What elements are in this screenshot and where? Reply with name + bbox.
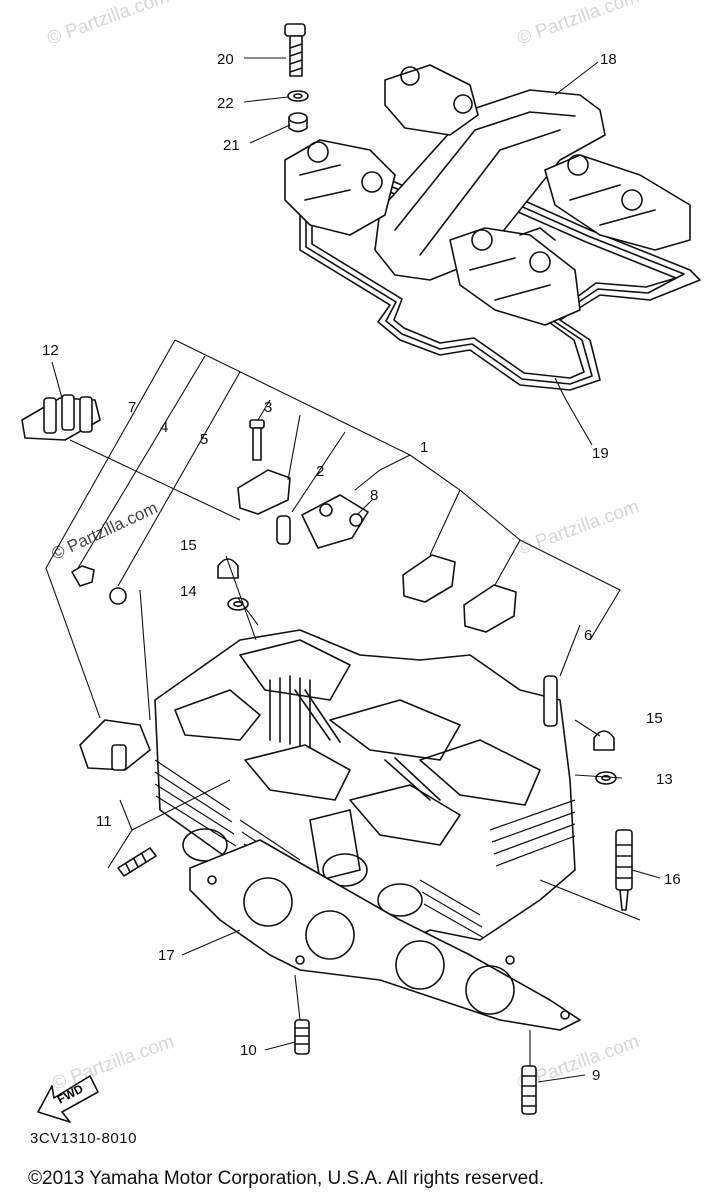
watermark: © Partzilla.com: [50, 1031, 177, 1095]
callout-4: 4: [160, 419, 168, 436]
callout-15-right: 15: [646, 710, 663, 727]
callout-15-top: 15: [180, 537, 197, 554]
callout-6: 6: [584, 627, 592, 644]
callout-12: 12: [42, 342, 59, 359]
bracket-12: [21, 394, 101, 441]
cam-cap-1a: [237, 469, 291, 515]
callout-8: 8: [370, 487, 378, 504]
dowel-2: [276, 515, 291, 545]
stud-11: [117, 847, 157, 877]
callout-9: 9: [592, 1067, 600, 1084]
callout-18: 18: [600, 51, 617, 68]
watermark: © Partzilla.com: [515, 496, 642, 560]
callouts: 20 22 21 18 19 12 7 4 5 3 1 2 8 15 14 6 …: [42, 51, 681, 1084]
callout-16: 16: [664, 871, 681, 888]
washer-13: [595, 771, 617, 785]
callout-17: 17: [158, 947, 175, 964]
cam-cap-1c: [463, 584, 517, 633]
grommet-5: [109, 587, 127, 605]
watermark: © Partzilla.com: [45, 0, 172, 50]
spark-plug: [615, 829, 633, 911]
cap-nut-15a: [217, 558, 239, 579]
head-cover: [284, 64, 691, 326]
callout-10: 10: [240, 1042, 257, 1059]
callout-7: 7: [128, 399, 136, 416]
diagram-code: 3CV1310-8010: [30, 1130, 137, 1147]
callout-2: 2: [316, 463, 324, 480]
dowel-6: [543, 675, 558, 727]
copyright-notice: ©2013 Yamaha Motor Corporation, U.S.A. A…: [28, 1168, 544, 1189]
callout-1: 1: [420, 439, 428, 456]
cam-cap-1b: [402, 554, 456, 603]
callout-19: 19: [592, 445, 609, 462]
bolt-3: [249, 419, 265, 461]
bolt-4: [71, 565, 95, 587]
watermark: © Partzilla.com: [49, 498, 161, 564]
callout-13: 13: [656, 771, 673, 788]
callout-20: 20: [217, 51, 234, 68]
cover-bolt: [284, 23, 306, 77]
callout-14: 14: [180, 583, 197, 600]
leader-lines: [45, 57, 661, 1083]
callout-3: 3: [264, 399, 272, 416]
callout-21: 21: [223, 137, 240, 154]
watermark: © Partzilla.com: [515, 0, 642, 50]
callout-5: 5: [200, 431, 208, 448]
cover-washer: [287, 90, 309, 102]
head-gasket: [189, 839, 581, 1031]
stud-9: [521, 1065, 537, 1115]
cam-cap-8: [301, 494, 369, 549]
callout-22: 22: [217, 95, 234, 112]
stud-10: [294, 1019, 310, 1055]
bracket-11: [79, 719, 151, 771]
callout-11: 11: [96, 813, 112, 830]
cover-grommet: [288, 112, 308, 133]
